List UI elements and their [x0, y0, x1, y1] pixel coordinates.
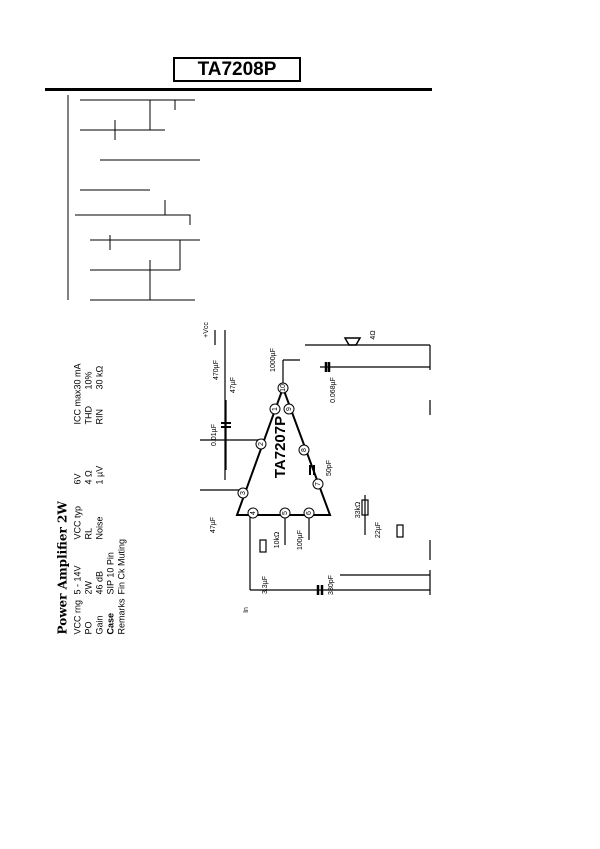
amplifier-circuit	[200, 330, 431, 595]
label-r33k: 33kΩ	[355, 502, 362, 519]
resistor-icon	[259, 539, 267, 553]
pin-numbers: 1 2 3 4 5 6 7 8 9 10	[240, 384, 322, 515]
pin-diagram	[67, 95, 200, 301]
pin-10: 10	[280, 384, 287, 392]
label-c47b: 47µF	[210, 517, 217, 533]
pin-3: 3	[240, 491, 247, 495]
pin-6: 6	[306, 511, 313, 515]
label-c47a: 47µF	[230, 377, 237, 393]
label-c100: 100µF	[297, 530, 304, 550]
component-labels: +Vcc 470µF 47µF 1000µF 0.01µF 4Ω 0.068µF…	[203, 322, 382, 613]
speaker-icon	[343, 337, 362, 346]
label-speaker: 4Ω	[370, 330, 377, 339]
pin-4: 4	[250, 511, 257, 515]
label-c001: 0.01µF	[211, 424, 218, 446]
chip-label: TA7207P	[272, 416, 289, 478]
capacitor-icon	[221, 422, 231, 428]
label-c330p: 330pF	[328, 575, 335, 595]
label-c470: 470µF	[213, 360, 220, 380]
label-c22: 22µF	[375, 522, 382, 538]
header-rule	[45, 88, 432, 91]
label-input: In	[243, 607, 250, 613]
resistor-icon	[361, 499, 369, 516]
part-number-title: TA7208P	[173, 57, 301, 82]
label-r10k: 10kΩ	[274, 532, 281, 549]
pin-1: 1	[272, 407, 279, 411]
label-c0068: 0.068µF	[330, 377, 337, 403]
capacitor-icon	[309, 465, 315, 475]
label-c1000: 1000µF	[270, 348, 277, 372]
resistor-icon	[396, 524, 404, 538]
label-vcc: +Vcc	[203, 322, 210, 338]
pin-8: 8	[301, 448, 308, 452]
pin-9: 9	[286, 407, 293, 411]
label-c33: 3.3µF	[262, 576, 269, 594]
pin-7: 7	[315, 482, 322, 486]
pin-5: 5	[282, 511, 289, 515]
capacitor-icon	[316, 585, 324, 595]
label-c50p: 50pF	[326, 460, 333, 476]
pin-2: 2	[258, 442, 265, 446]
capacitor-icon	[324, 362, 331, 372]
pin-markers	[237, 382, 324, 519]
